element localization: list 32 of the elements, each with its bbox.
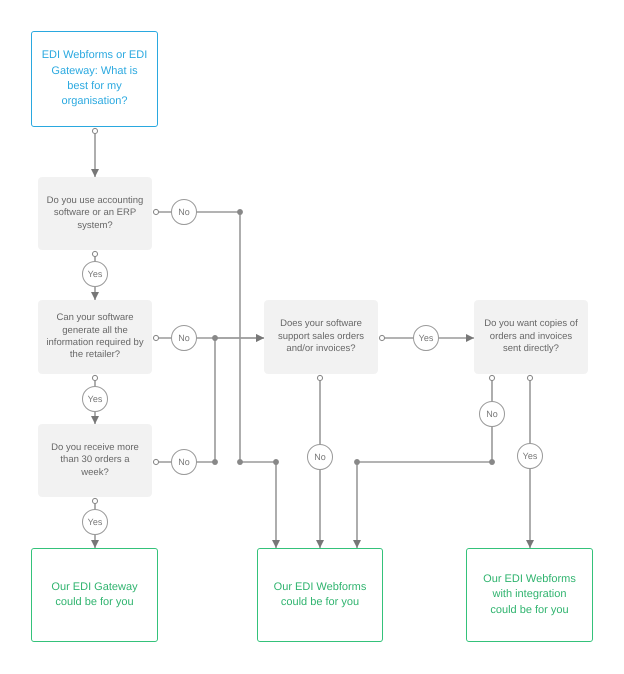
connector-arrow: [91, 128, 99, 177]
decision-box: [38, 300, 152, 374]
edge-label: No: [171, 325, 197, 351]
edge-label: Yes: [82, 509, 108, 535]
connector-arrow: [152, 208, 280, 548]
question-text: Do you use accounting software or an ERP system?: [46, 194, 144, 232]
decision-box: [264, 300, 378, 374]
edge-label: No: [171, 199, 197, 225]
result-box: [466, 548, 593, 642]
connector-arrow: [152, 334, 264, 466]
question-text: Can your software generate all the information required by the retailer?: [46, 312, 144, 362]
decision-box: [38, 424, 152, 497]
start-box: [31, 31, 158, 127]
edge-label: Yes: [413, 325, 439, 351]
edge-label: Yes: [82, 261, 108, 287]
result-box: [257, 548, 383, 642]
decision-box: [38, 177, 152, 250]
question-text: Do you want copies of orders and invoices sent directly?: [483, 318, 579, 356]
result-box: [31, 548, 158, 642]
edge-label: No: [479, 401, 505, 427]
edge-label: No: [171, 449, 197, 475]
result-text: Our EDI Gateway could be for you: [50, 580, 139, 610]
edge-label: No: [307, 444, 333, 470]
title-text: EDI Webforms or EDI Gateway: What is best for my organisation?: [40, 48, 148, 110]
question-text: Do you receive more than 30 orders a week?: [50, 442, 140, 480]
result-text: Our EDI Webforms with integration could be for you: [482, 572, 577, 618]
connector-arrow: [353, 374, 496, 548]
result-text: Our EDI Webforms could be for you: [272, 580, 368, 610]
question-text: Does your software support sales orders and/or invoices?: [276, 318, 366, 356]
edge-label: Yes: [82, 386, 108, 412]
decision-box: [474, 300, 588, 374]
edge-label: Yes: [517, 443, 543, 469]
